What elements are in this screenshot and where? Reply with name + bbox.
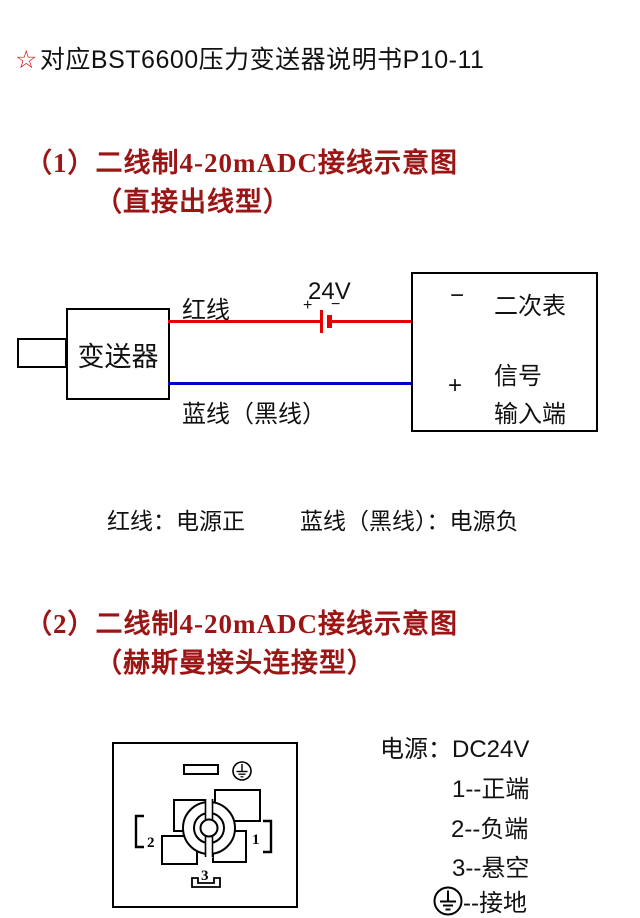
pin3-number: 3: [201, 868, 209, 884]
note-blue-wire: 蓝线（黑线）：电源负: [300, 508, 519, 534]
battery-positive-plate: [320, 310, 323, 333]
signal-label-line1: 信号: [494, 363, 542, 390]
meter-plus-sign: +: [448, 372, 463, 399]
meter-minus-sign: −: [450, 282, 465, 309]
connector-ground-pin-icon: [232, 761, 252, 781]
blue-wire-label: 蓝线（黑线）: [182, 401, 326, 428]
battery-plus-sign: +: [303, 297, 313, 314]
meter-box: − 二次表 信号 + 输入端: [411, 272, 598, 432]
pin1-bracket: [263, 819, 273, 854]
page-title-text: 对应BST6600压力变送器说明书P10-11: [39, 46, 485, 74]
connector-top-slot: [183, 764, 219, 775]
pin1-number: 1: [252, 832, 260, 848]
ground-symbol-icon: [433, 886, 463, 915]
pin2-bracket: [134, 814, 144, 849]
pin3-bracket: [191, 877, 221, 888]
star-icon: ☆: [15, 46, 38, 74]
connector-central-boss: [182, 798, 236, 858]
section1-subheading: （直接出线型）: [95, 187, 291, 217]
legend-power: 电源：DC24V: [380, 736, 530, 763]
red-wire-left: [168, 320, 320, 323]
section1-heading: （1）二线制4-20mADC接线示意图: [25, 148, 458, 178]
battery-voltage-label: 24V: [308, 278, 351, 305]
pin2-number: 2: [147, 835, 155, 851]
signal-label-line2: 输入端: [494, 401, 566, 428]
section2-heading: （2）二线制4-20mADC接线示意图: [25, 609, 458, 639]
section2-subheading: （赫斯曼接头连接型）: [95, 648, 375, 678]
red-wire-label: 红线: [182, 297, 230, 324]
red-wire-right: [332, 320, 413, 323]
battery-negative-plate: [327, 315, 332, 328]
legend-pin2: 2--负端: [451, 816, 529, 843]
transmitter-stub: [17, 338, 67, 368]
legend-pin3: 3--悬空: [452, 855, 530, 882]
legend-pin1: 1--正端: [452, 776, 530, 803]
transmitter-label: 变送器: [77, 341, 159, 372]
legend-ground-row: --接地: [433, 883, 527, 918]
meter-label: 二次表: [494, 293, 566, 320]
legend-ground-text: --接地: [463, 890, 527, 917]
note-red-wire: 红线：电源正: [107, 508, 245, 534]
hirschmann-connector-diagram: 2 1 3: [112, 742, 298, 908]
transmitter-box: 变送器: [66, 308, 170, 400]
blue-wire: [168, 382, 413, 385]
page-title: ☆对应BST6600压力变送器说明书P10-11: [15, 40, 484, 76]
battery-minus-sign: −: [331, 296, 341, 313]
